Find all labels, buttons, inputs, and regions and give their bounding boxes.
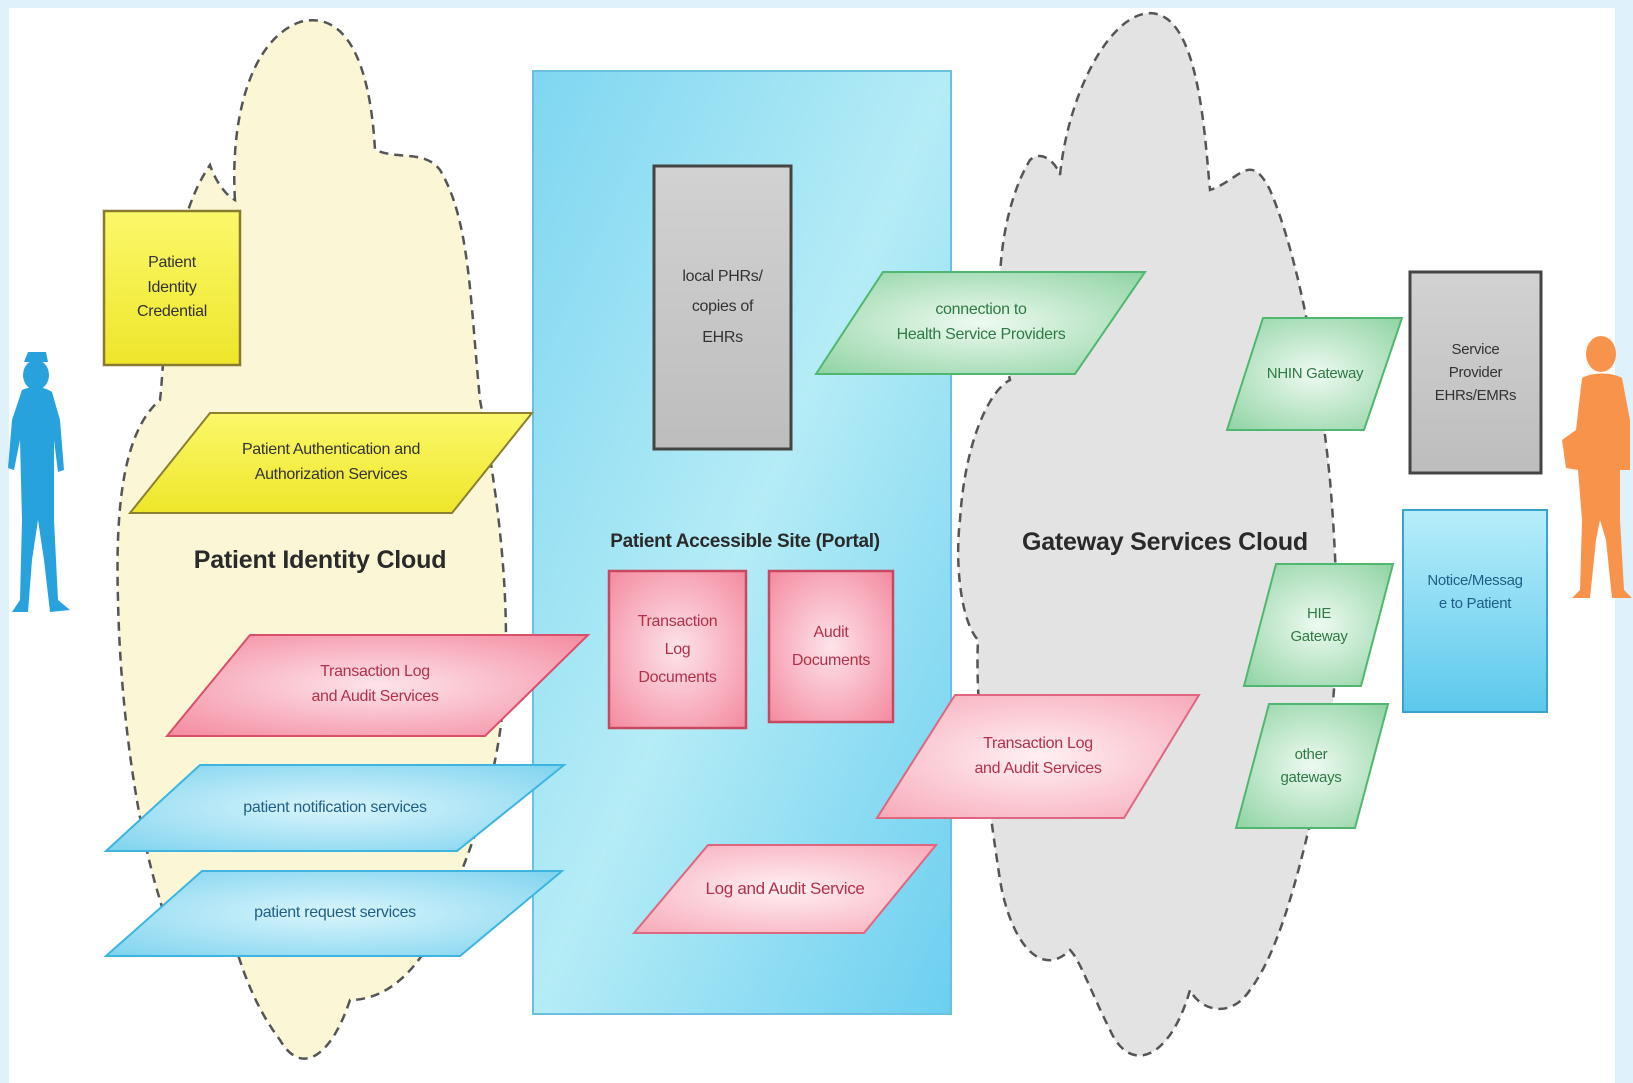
log-audit-service-shape xyxy=(631,844,939,934)
right-txlog-label: Transaction Log and Audit Services xyxy=(974,734,1102,777)
notification-label: patient notification services xyxy=(243,798,427,816)
right-txlog-shape xyxy=(875,694,1201,819)
provider-label: Service Provider EHRs/EMRs xyxy=(1434,340,1517,405)
phr-box xyxy=(652,164,793,451)
connection-label: connection to Health Service Providers xyxy=(896,301,1066,343)
provider-person-icon xyxy=(1562,336,1632,598)
audit-docs-label: Audit Documents xyxy=(791,623,871,669)
nhin-shape xyxy=(1225,317,1404,431)
gateway-cloud-title: Gateway Services Cloud xyxy=(1021,527,1308,556)
txlog-docs-box xyxy=(607,569,748,730)
notice-label: Notice/Messag e to Patient xyxy=(1427,572,1523,612)
request-shape xyxy=(103,870,565,957)
hie-label: HIE Gateway xyxy=(1290,604,1348,645)
txlog-docs-label: Transaction Log Documents xyxy=(637,612,718,686)
hie-shape xyxy=(1242,563,1395,687)
left-txlog-shape xyxy=(164,634,591,737)
phr-label: local PHRs/ copies of EHRs xyxy=(682,267,763,346)
connection-shape xyxy=(814,271,1147,375)
left-txlog-label: Transaction Log and Audit Services xyxy=(311,663,439,705)
request-label: patient request services xyxy=(254,903,416,921)
patient-identity-cloud-title: Patient Identity Cloud xyxy=(193,545,447,574)
auth-services-shape xyxy=(127,412,535,514)
log-audit-service-label: Log and Audit Service xyxy=(705,878,865,898)
portal-title: Patient Accessible Site (Portal) xyxy=(610,531,880,553)
frame-top-border xyxy=(0,0,1633,8)
notice-box xyxy=(1402,509,1548,713)
audit-docs-box xyxy=(767,569,895,724)
identity-credential-label: Patient Identity Credential xyxy=(137,253,207,321)
notification-shape xyxy=(103,764,567,852)
other-gateways-shape xyxy=(1234,703,1390,829)
frame-left-border xyxy=(0,0,9,1083)
other-gateways-label: other gateways xyxy=(1280,745,1342,786)
identity-credential-box xyxy=(102,209,242,367)
nhin-label: NHIN Gateway xyxy=(1266,365,1364,383)
patient-person-icon xyxy=(8,352,70,612)
frame-right-border xyxy=(1615,0,1633,1083)
auth-services-label: Patient Authentication and Authorization… xyxy=(241,441,421,483)
provider-box xyxy=(1408,270,1543,475)
